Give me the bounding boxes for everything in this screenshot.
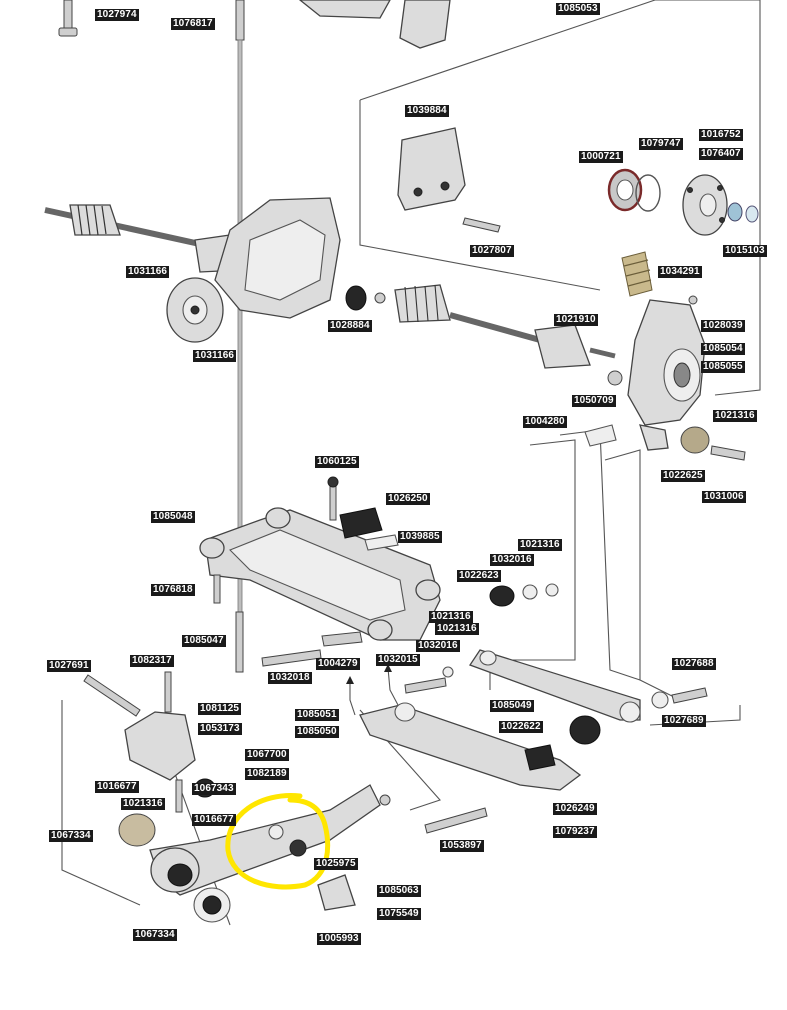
knuckle-assembly: [584, 251, 746, 461]
part-label: 1021316: [429, 611, 473, 623]
part-label: 1016752: [699, 129, 743, 141]
part-label: 1076817: [171, 18, 215, 30]
part-label: 1085051: [295, 709, 339, 721]
part-label: 1021316: [121, 798, 165, 810]
part-label: 1005993: [317, 933, 361, 945]
part-label: 1079747: [639, 138, 683, 150]
part-label: 1076818: [151, 584, 195, 596]
part-label: 1085049: [490, 700, 534, 712]
part-label: 1085053: [556, 3, 600, 15]
part-label: 1050709: [572, 395, 616, 407]
part-label: 1085050: [295, 726, 339, 738]
part-label: 1004280: [523, 416, 567, 428]
part-label: 1021316: [713, 410, 757, 422]
part-label: 1027688: [672, 658, 716, 670]
part-label: 1067334: [49, 830, 93, 842]
part-label: 1067343: [192, 783, 236, 795]
part-label: 1085063: [377, 885, 421, 897]
part-label: 1085047: [182, 635, 226, 647]
wire-arrows: [346, 664, 399, 716]
wheel-hub: [607, 168, 759, 236]
part-label: 1028039: [701, 320, 745, 332]
part-label: 1076407: [699, 148, 743, 160]
part-label: 1082317: [130, 655, 174, 667]
part-label: 1022623: [457, 570, 501, 582]
part-label: 1067334: [133, 929, 177, 941]
part-label: 1034291: [658, 266, 702, 278]
part-label: 1039885: [398, 531, 442, 543]
trailing-arm: [359, 649, 708, 834]
part-label: 1022622: [499, 721, 543, 733]
part-label: 1027689: [662, 715, 706, 727]
lower-control-arm: [149, 784, 391, 923]
part-label: 1016677: [192, 814, 236, 826]
subframe: [199, 476, 559, 673]
part-label: 1026250: [386, 493, 430, 505]
top-bolt: [58, 0, 78, 37]
part-label: 1067700: [245, 749, 289, 761]
part-label: 1021910: [554, 314, 598, 326]
mount-bracket: [397, 127, 501, 233]
differential: [166, 197, 341, 343]
part-label: 1079237: [553, 826, 597, 838]
part-label: 1027807: [470, 245, 514, 257]
right-driveshaft: [345, 284, 616, 369]
part-label: 1031166: [126, 266, 170, 278]
part-label: 1026249: [553, 803, 597, 815]
part-label: 1032016: [490, 554, 534, 566]
part-label: 1004279: [316, 658, 360, 670]
highlight-circle: [225, 793, 331, 890]
part-label: 1000721: [579, 151, 623, 163]
part-label: 1053173: [198, 723, 242, 735]
part-label: 1016677: [95, 781, 139, 793]
part-label: 1075549: [377, 908, 421, 920]
part-label: 1032016: [416, 640, 460, 652]
part-label: 1027974: [95, 9, 139, 21]
part-label: 1032018: [268, 672, 312, 684]
part-label: 1082189: [245, 768, 289, 780]
part-label: 1085055: [701, 361, 745, 373]
part-label: 1085054: [701, 343, 745, 355]
part-label: 1032015: [376, 654, 420, 666]
top-housing: [298, 0, 451, 49]
part-label: 1028884: [328, 320, 372, 332]
part-label: 1053897: [440, 840, 484, 852]
part-label: 1085048: [151, 511, 195, 523]
part-label: 1031006: [702, 491, 746, 503]
part-label: 1060125: [315, 456, 359, 468]
part-label: 1027691: [47, 660, 91, 672]
part-label: 1021316: [435, 623, 479, 635]
part-label: 1039884: [405, 105, 449, 117]
part-label: 1015103: [723, 245, 767, 257]
part-label: 1081125: [198, 703, 242, 715]
left-driveshaft: [44, 204, 251, 273]
part-label: 1022625: [661, 470, 705, 482]
part-label: 1031166: [193, 350, 237, 362]
part-label: 1025975: [314, 858, 358, 870]
part-label: 1021316: [518, 539, 562, 551]
